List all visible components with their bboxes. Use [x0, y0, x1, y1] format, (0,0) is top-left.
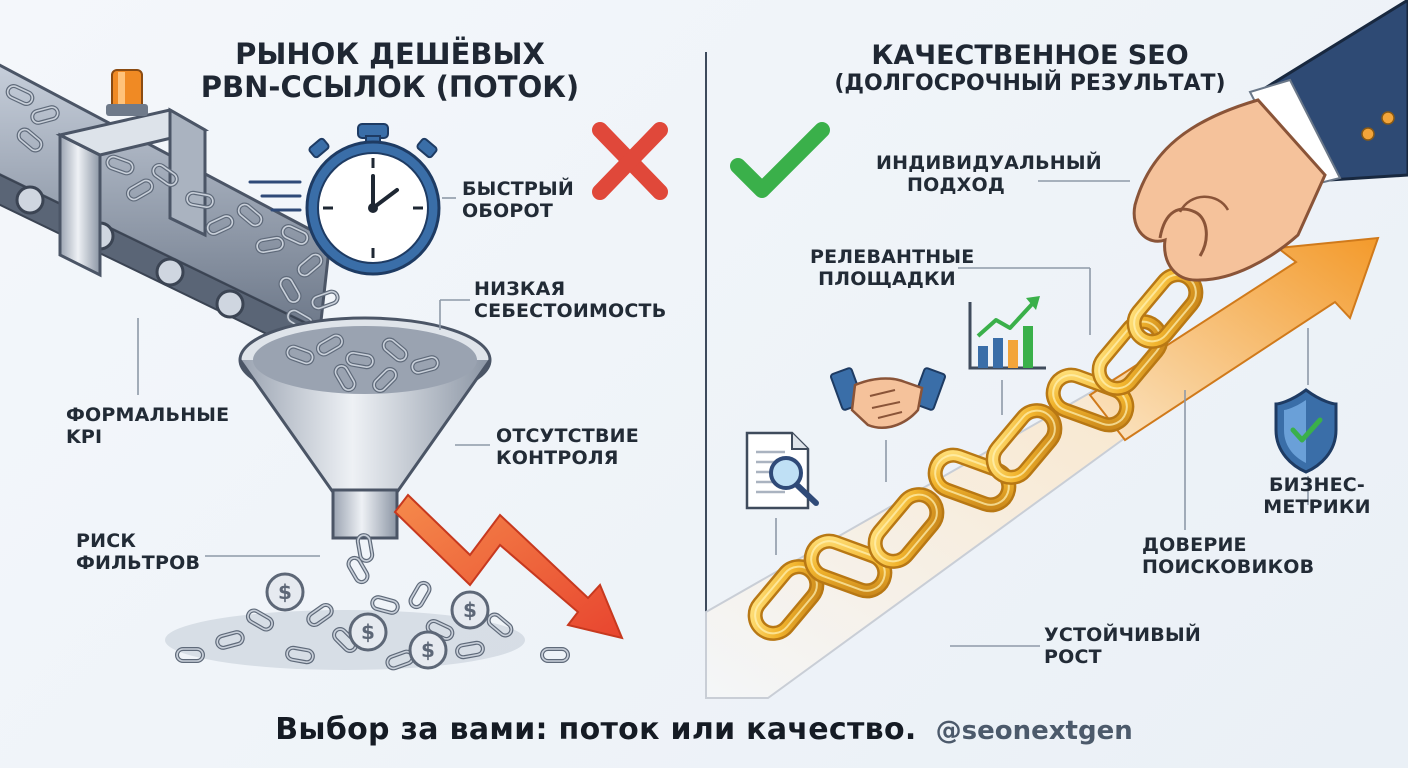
label-stable-growth: Устойчивыйрост — [1044, 624, 1201, 669]
left-title: Рынок дешёвых PBN-ссылок (поток) — [200, 37, 580, 105]
label-filter-risk: Рискфильтров — [76, 530, 201, 575]
up-trend-arrow — [1088, 236, 1380, 442]
svg-text:$: $ — [361, 620, 375, 644]
right-title: Качественное SEO (долгосрочный результат… — [834, 40, 1226, 97]
svg-text:$: $ — [463, 598, 477, 622]
cross-mark-icon — [592, 122, 668, 200]
svg-text:$: $ — [278, 580, 292, 604]
quality-links-chain — [748, 267, 1203, 640]
hand-illustration — [1132, 0, 1408, 282]
document-search-icon — [745, 431, 819, 510]
stopwatch-icon — [248, 123, 441, 276]
label-relevant-sites: Релевантныеплощадки — [810, 246, 975, 291]
down-trend-arrow — [393, 493, 624, 640]
growth-chart-icon — [968, 296, 1046, 370]
label-fast-turnover: Быстрыйоборот — [462, 178, 574, 223]
label-individual-approach: Индивидуальныйподход — [876, 152, 1102, 197]
label-no-control: Отсутствиеконтроля — [496, 425, 639, 470]
coin-icon: $ $ $ $ — [265, 572, 490, 670]
leader-lines-left — [137, 197, 490, 557]
handshake-icon — [830, 367, 946, 429]
conveyor-belt-illustration — [0, 63, 332, 352]
label-business-metrics: Бизнес-метрики — [1263, 474, 1371, 519]
svg-text:$: $ — [421, 638, 435, 662]
footer: Выбор за вами: поток или качество. @seon… — [0, 712, 1408, 747]
label-formal-kpi: ФормальныеKPI — [66, 404, 230, 449]
leader-lines-right — [775, 180, 1309, 647]
label-search-trust: Довериепоисковиков — [1142, 534, 1315, 579]
footer-slogan: Выбор за вами: поток или качество. — [275, 712, 917, 747]
shield-check-icon — [1274, 388, 1338, 474]
label-low-cost: Низкаясебестоимость — [474, 278, 667, 323]
check-mark-icon — [730, 122, 830, 198]
footer-handle[interactable]: @seonextgen — [935, 716, 1133, 746]
